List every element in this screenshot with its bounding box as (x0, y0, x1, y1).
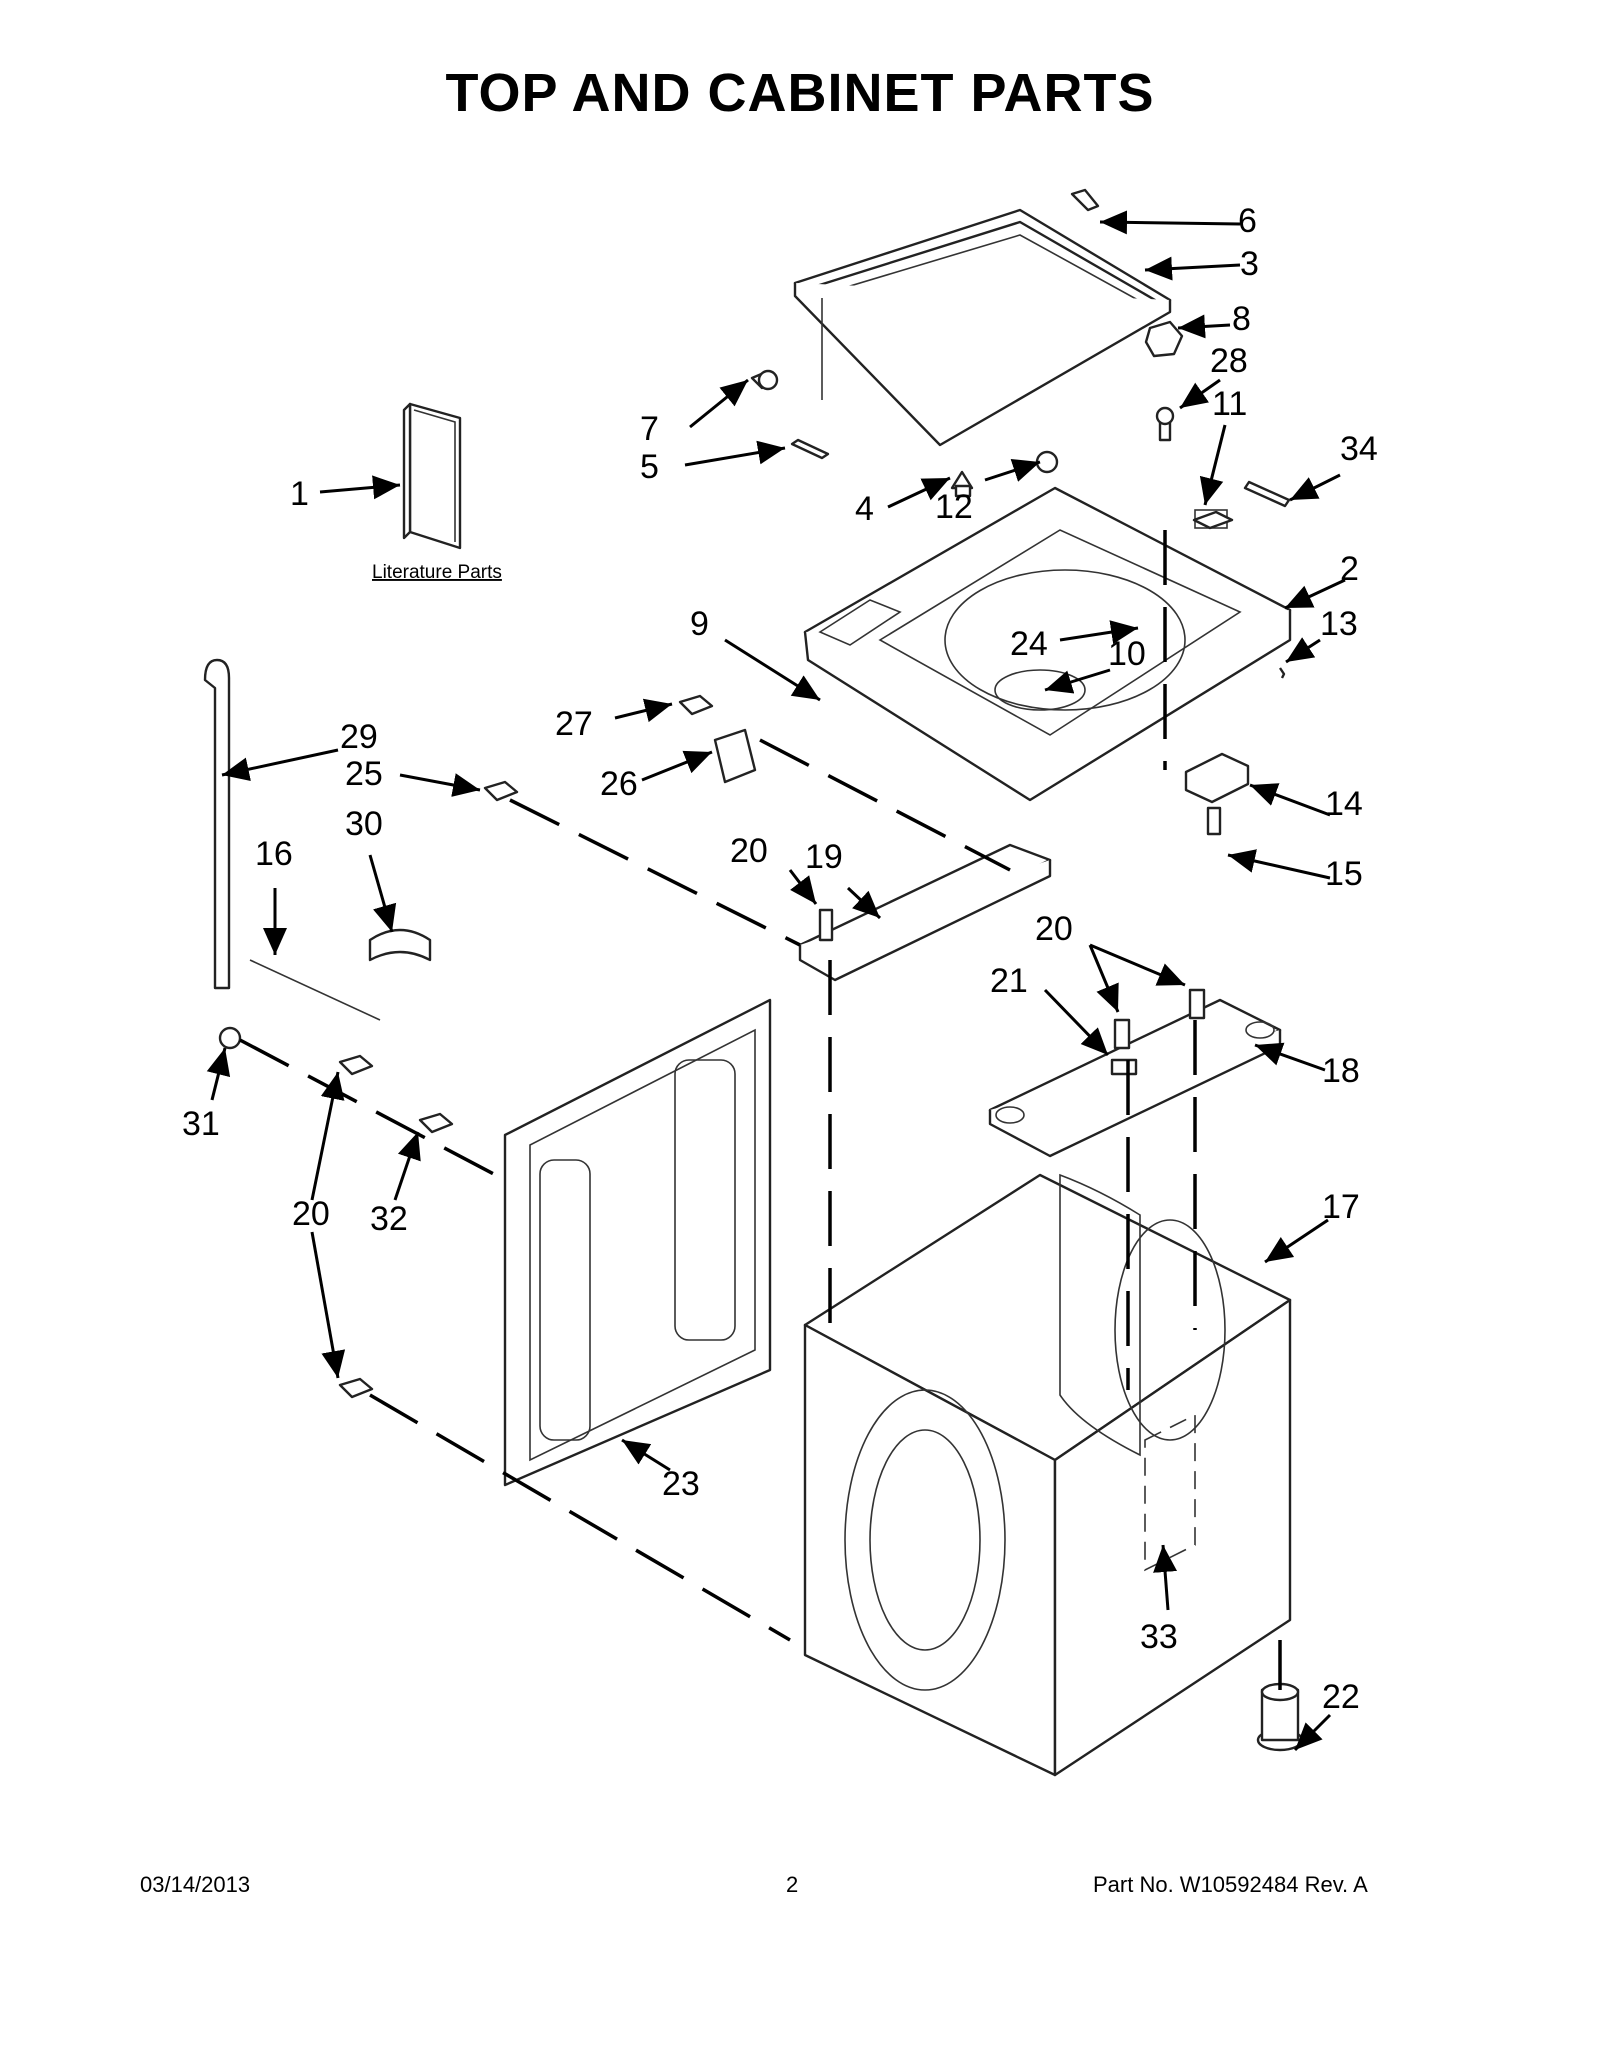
callout-12: 12 (935, 488, 973, 526)
callout-2: 2 (1340, 550, 1359, 588)
callout-14: 14 (1325, 785, 1363, 823)
callout-31: 31 (182, 1105, 220, 1143)
callout-20-right: 20 (1035, 910, 1073, 948)
cabinet (803, 1173, 1292, 1777)
left-hardware (203, 658, 1206, 1399)
callout-11: 11 (1212, 385, 1247, 423)
callout-32: 32 (370, 1200, 408, 1238)
callout-20-left: 20 (292, 1195, 330, 1233)
callout-23: 23 (662, 1465, 700, 1503)
callout-25: 25 (345, 755, 383, 793)
callout-6: 6 (1238, 202, 1257, 240)
callout-22: 22 (1322, 1678, 1360, 1716)
leader-arrows (206, 210, 1346, 1752)
callout-33: 33 (1140, 1618, 1178, 1656)
callout-1: 1 (290, 475, 309, 513)
assembly-guides (239, 530, 1282, 1690)
callout-16: 16 (255, 835, 293, 873)
callout-17: 17 (1322, 1188, 1360, 1226)
callout-7: 7 (640, 410, 659, 448)
footer-part-number: Part No. W10592484 Rev. A (1093, 1872, 1368, 1897)
callout-18: 18 (1322, 1052, 1360, 1090)
callout-13: 13 (1320, 605, 1358, 643)
callout-15: 15 (1325, 855, 1363, 893)
callout-8: 8 (1232, 300, 1251, 338)
literature-parts-label: Literature Parts (372, 562, 502, 583)
leveling-foot (1256, 1682, 1304, 1752)
top-panel (803, 486, 1292, 802)
literature-booklet (402, 402, 462, 550)
lid (793, 208, 1172, 447)
small-hardware (750, 188, 1291, 836)
callout-34: 34 (1340, 430, 1378, 468)
callout-labels: 1 2 3 4 5 6 7 8 9 10 11 12 13 14 15 16 1… (182, 202, 1378, 1716)
callout-20-top: 20 (730, 832, 768, 870)
callout-3: 3 (1240, 245, 1259, 283)
footer-page-number: 2 (786, 1872, 799, 1897)
braces (798, 843, 1282, 1158)
callout-24: 24 (1010, 625, 1048, 663)
callout-27: 27 (555, 705, 593, 743)
callout-10: 10 (1108, 635, 1146, 673)
callout-4: 4 (855, 490, 874, 528)
callout-9: 9 (690, 605, 709, 643)
callout-19: 19 (805, 838, 843, 876)
callout-28: 28 (1210, 342, 1248, 380)
callout-29: 29 (340, 718, 378, 756)
footer-date: 03/14/2013 (140, 1872, 251, 1897)
page-title: TOP AND CABINET PARTS (445, 63, 1155, 123)
callout-30: 30 (345, 805, 383, 843)
callout-26: 26 (600, 765, 638, 803)
callout-21: 21 (990, 962, 1028, 1000)
rear-panel (503, 998, 772, 1487)
callout-5: 5 (640, 448, 659, 486)
